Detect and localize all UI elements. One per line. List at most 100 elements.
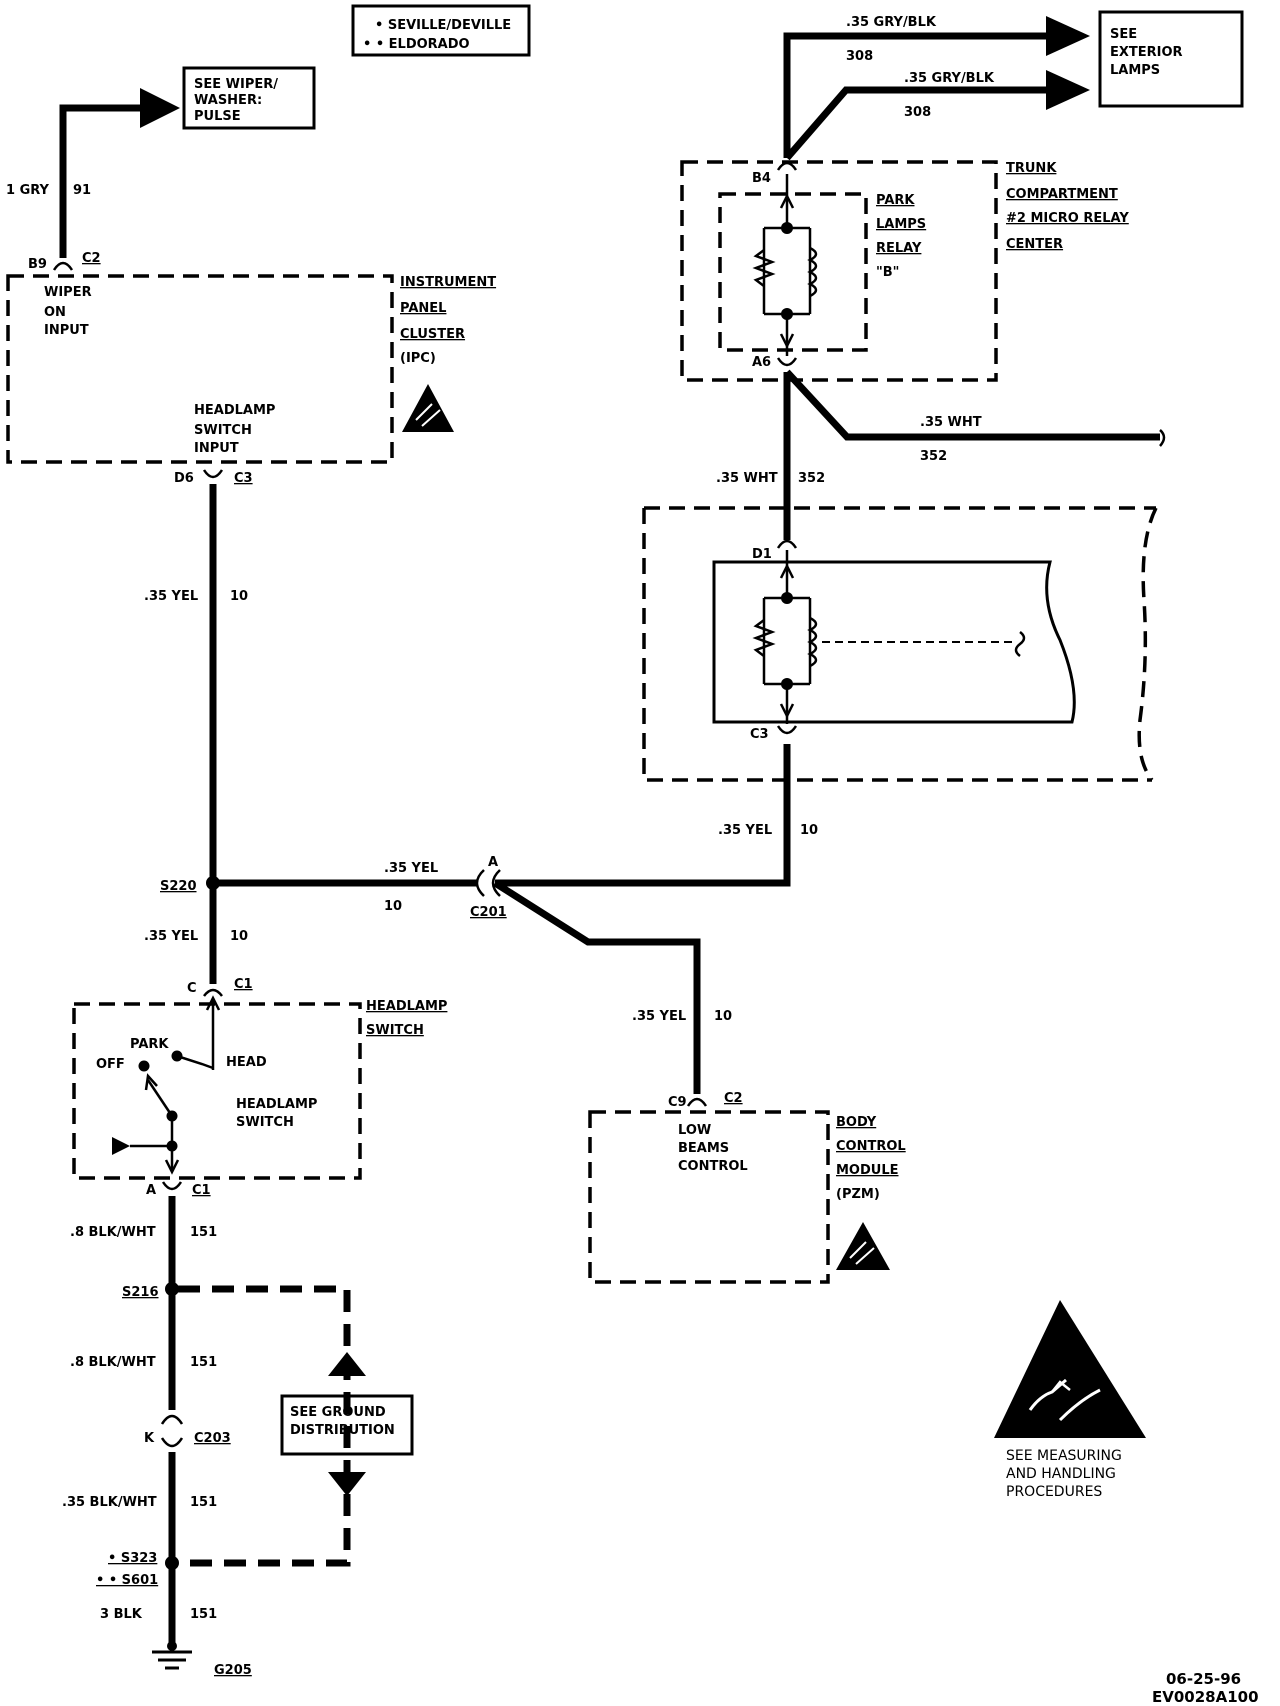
- svg-text:PARK: PARK: [130, 1037, 169, 1052]
- svg-text:LAMPS: LAMPS: [1110, 63, 1160, 78]
- svg-text:A: A: [146, 1183, 156, 1198]
- svg-text:BODY: BODY: [836, 1115, 877, 1130]
- svg-text:• • S601: • • S601: [96, 1573, 158, 1588]
- svg-text:INPUT: INPUT: [44, 323, 89, 338]
- svg-text:HEADLAMP: HEADLAMP: [236, 1097, 317, 1112]
- svg-text:151: 151: [190, 1355, 217, 1370]
- wire-308-a: [783, 32, 1052, 158]
- svg-text:C1: C1: [234, 977, 253, 992]
- svg-text:(IPC): (IPC): [400, 351, 436, 366]
- svg-text:WASHER:: WASHER:: [194, 93, 262, 108]
- svg-text:CONTROL: CONTROL: [678, 1159, 748, 1174]
- arrow-down-ground: [328, 1472, 366, 1496]
- svg-text:C2: C2: [82, 251, 101, 266]
- arrow-wiper-ref: [140, 88, 180, 128]
- svg-text:308: 308: [904, 105, 931, 120]
- esd-warning-icon: [836, 1222, 890, 1270]
- svg-text:D6: D6: [174, 471, 194, 486]
- drawing-code: EV0028A100: [1152, 1688, 1259, 1706]
- exterior-lamps-ref: SEE EXTERIOR LAMPS: [1098, 10, 1244, 108]
- svg-text:C1: C1: [192, 1183, 211, 1198]
- svg-text:10: 10: [384, 899, 402, 914]
- connector-b4: [776, 161, 798, 171]
- ground-icon: [152, 1641, 192, 1670]
- arrow-exterior-2: [1046, 70, 1090, 110]
- svg-text:PARK: PARK: [876, 193, 915, 208]
- svg-text:.35 YEL: .35 YEL: [144, 589, 198, 604]
- svg-text:HEADLAMP: HEADLAMP: [366, 999, 447, 1014]
- svg-text:151: 151: [190, 1225, 217, 1240]
- svg-text:.35 YEL: .35 YEL: [384, 861, 438, 876]
- wire-352-branch: [784, 369, 1160, 441]
- svg-text:A: A: [488, 855, 498, 870]
- svg-text:S220: S220: [160, 879, 197, 894]
- svg-text:OFF: OFF: [96, 1057, 125, 1072]
- svg-text:C3: C3: [234, 471, 253, 486]
- svg-text:.35 WHT: .35 WHT: [920, 415, 982, 430]
- svg-text:C2: C2: [724, 1091, 743, 1106]
- wire-91-circuit: 91: [73, 183, 91, 198]
- svg-text:INSTRUMENT: INSTRUMENT: [400, 275, 496, 290]
- svg-text:CONTROL: CONTROL: [836, 1139, 906, 1154]
- svg-text:LAMPS: LAMPS: [876, 217, 926, 232]
- svg-text:.8 BLK/WHT: .8 BLK/WHT: [70, 1355, 156, 1370]
- drawing-date: 06-25-96: [1166, 1670, 1241, 1688]
- svg-text:COMPARTMENT: COMPARTMENT: [1006, 187, 1118, 202]
- wire-10-module: [495, 744, 791, 887]
- connector-k-c203: [160, 1414, 184, 1425]
- svg-text:.35 GRY/BLK: .35 GRY/BLK: [846, 15, 937, 30]
- svg-text:PULSE: PULSE: [194, 109, 241, 124]
- trunk-micro-relay-center: B4 A6 PARK LAMPS RELAY "B" TRUNK COMPART…: [680, 160, 1129, 382]
- svg-text:#2 MICRO RELAY: #2 MICRO RELAY: [1006, 211, 1129, 226]
- svg-text:INPUT: INPUT: [194, 441, 239, 456]
- svg-text:CLUSTER: CLUSTER: [400, 327, 465, 342]
- legend-eldorado: • • ELDORADO: [363, 37, 470, 52]
- relay-coil-icon: [752, 174, 818, 356]
- arrow-up-ground: [328, 1352, 366, 1376]
- wire-91-gauge: 1 GRY: [6, 183, 50, 198]
- esd-warning-icon: [994, 1300, 1146, 1438]
- svg-text:MODULE: MODULE: [836, 1163, 899, 1178]
- connector-d1: [776, 539, 798, 549]
- legend-seville: • SEVILLE/DEVILLE: [375, 18, 511, 33]
- svg-text:DISTRIBUTION: DISTRIBUTION: [290, 1423, 395, 1438]
- ground-distribution-path: [178, 1285, 351, 1567]
- svg-text:C3: C3: [750, 727, 769, 742]
- svg-text:10: 10: [714, 1009, 732, 1024]
- svg-text:SEE GROUND: SEE GROUND: [290, 1405, 386, 1420]
- svg-text:.35 YEL: .35 YEL: [144, 929, 198, 944]
- svg-text:A6: A6: [752, 355, 771, 370]
- ground-distribution-ref: SEE GROUND DISTRIBUTION: [280, 1394, 414, 1456]
- wiper-washer-ref: SEE WIPER/ WASHER: PULSE: [182, 66, 316, 130]
- svg-text:PROCEDURES: PROCEDURES: [1006, 1484, 1102, 1500]
- connector-a6: [776, 357, 798, 367]
- svg-text:ON: ON: [44, 305, 66, 320]
- relay-coil-icon: [752, 550, 1026, 724]
- connector-c9-c2: [686, 1097, 708, 1107]
- connector-c3: [776, 725, 798, 735]
- svg-text:HEADLAMP: HEADLAMP: [194, 403, 275, 418]
- svg-text:C203: C203: [194, 1431, 231, 1446]
- svg-text:352: 352: [798, 471, 825, 486]
- svg-text:G205: G205: [214, 1663, 252, 1678]
- wire-308-b: [784, 86, 1052, 161]
- svg-text:B4: B4: [752, 171, 771, 186]
- svg-text:"B": "B": [876, 265, 899, 280]
- wire-10-bcm: [493, 880, 701, 1094]
- body-control-module: C9 C2 LOW BEAMS CONTROL BODY CONTROL MOD…: [588, 1091, 906, 1284]
- connector-d6: [202, 469, 224, 479]
- svg-text:SEE MEASURING: SEE MEASURING: [1006, 1448, 1122, 1464]
- esd-warning-note: SEE MEASURING AND HANDLING PROCEDURES: [994, 1300, 1146, 1500]
- svg-text:SEE: SEE: [1110, 27, 1137, 42]
- svg-text:CENTER: CENTER: [1006, 237, 1063, 252]
- svg-text:.35 YEL: .35 YEL: [632, 1009, 686, 1024]
- svg-text:SEE WIPER/: SEE WIPER/: [194, 77, 278, 92]
- svg-text:C9: C9: [668, 1095, 687, 1110]
- svg-text:C: C: [187, 981, 197, 996]
- svg-text:• S323: • S323: [108, 1551, 157, 1566]
- connector-b9: [52, 261, 74, 271]
- svg-text:HEAD: HEAD: [226, 1055, 267, 1070]
- svg-text:.35 BLK/WHT: .35 BLK/WHT: [62, 1495, 157, 1510]
- svg-text:(PZM): (PZM): [836, 1187, 880, 1202]
- svg-text:151: 151: [190, 1607, 217, 1622]
